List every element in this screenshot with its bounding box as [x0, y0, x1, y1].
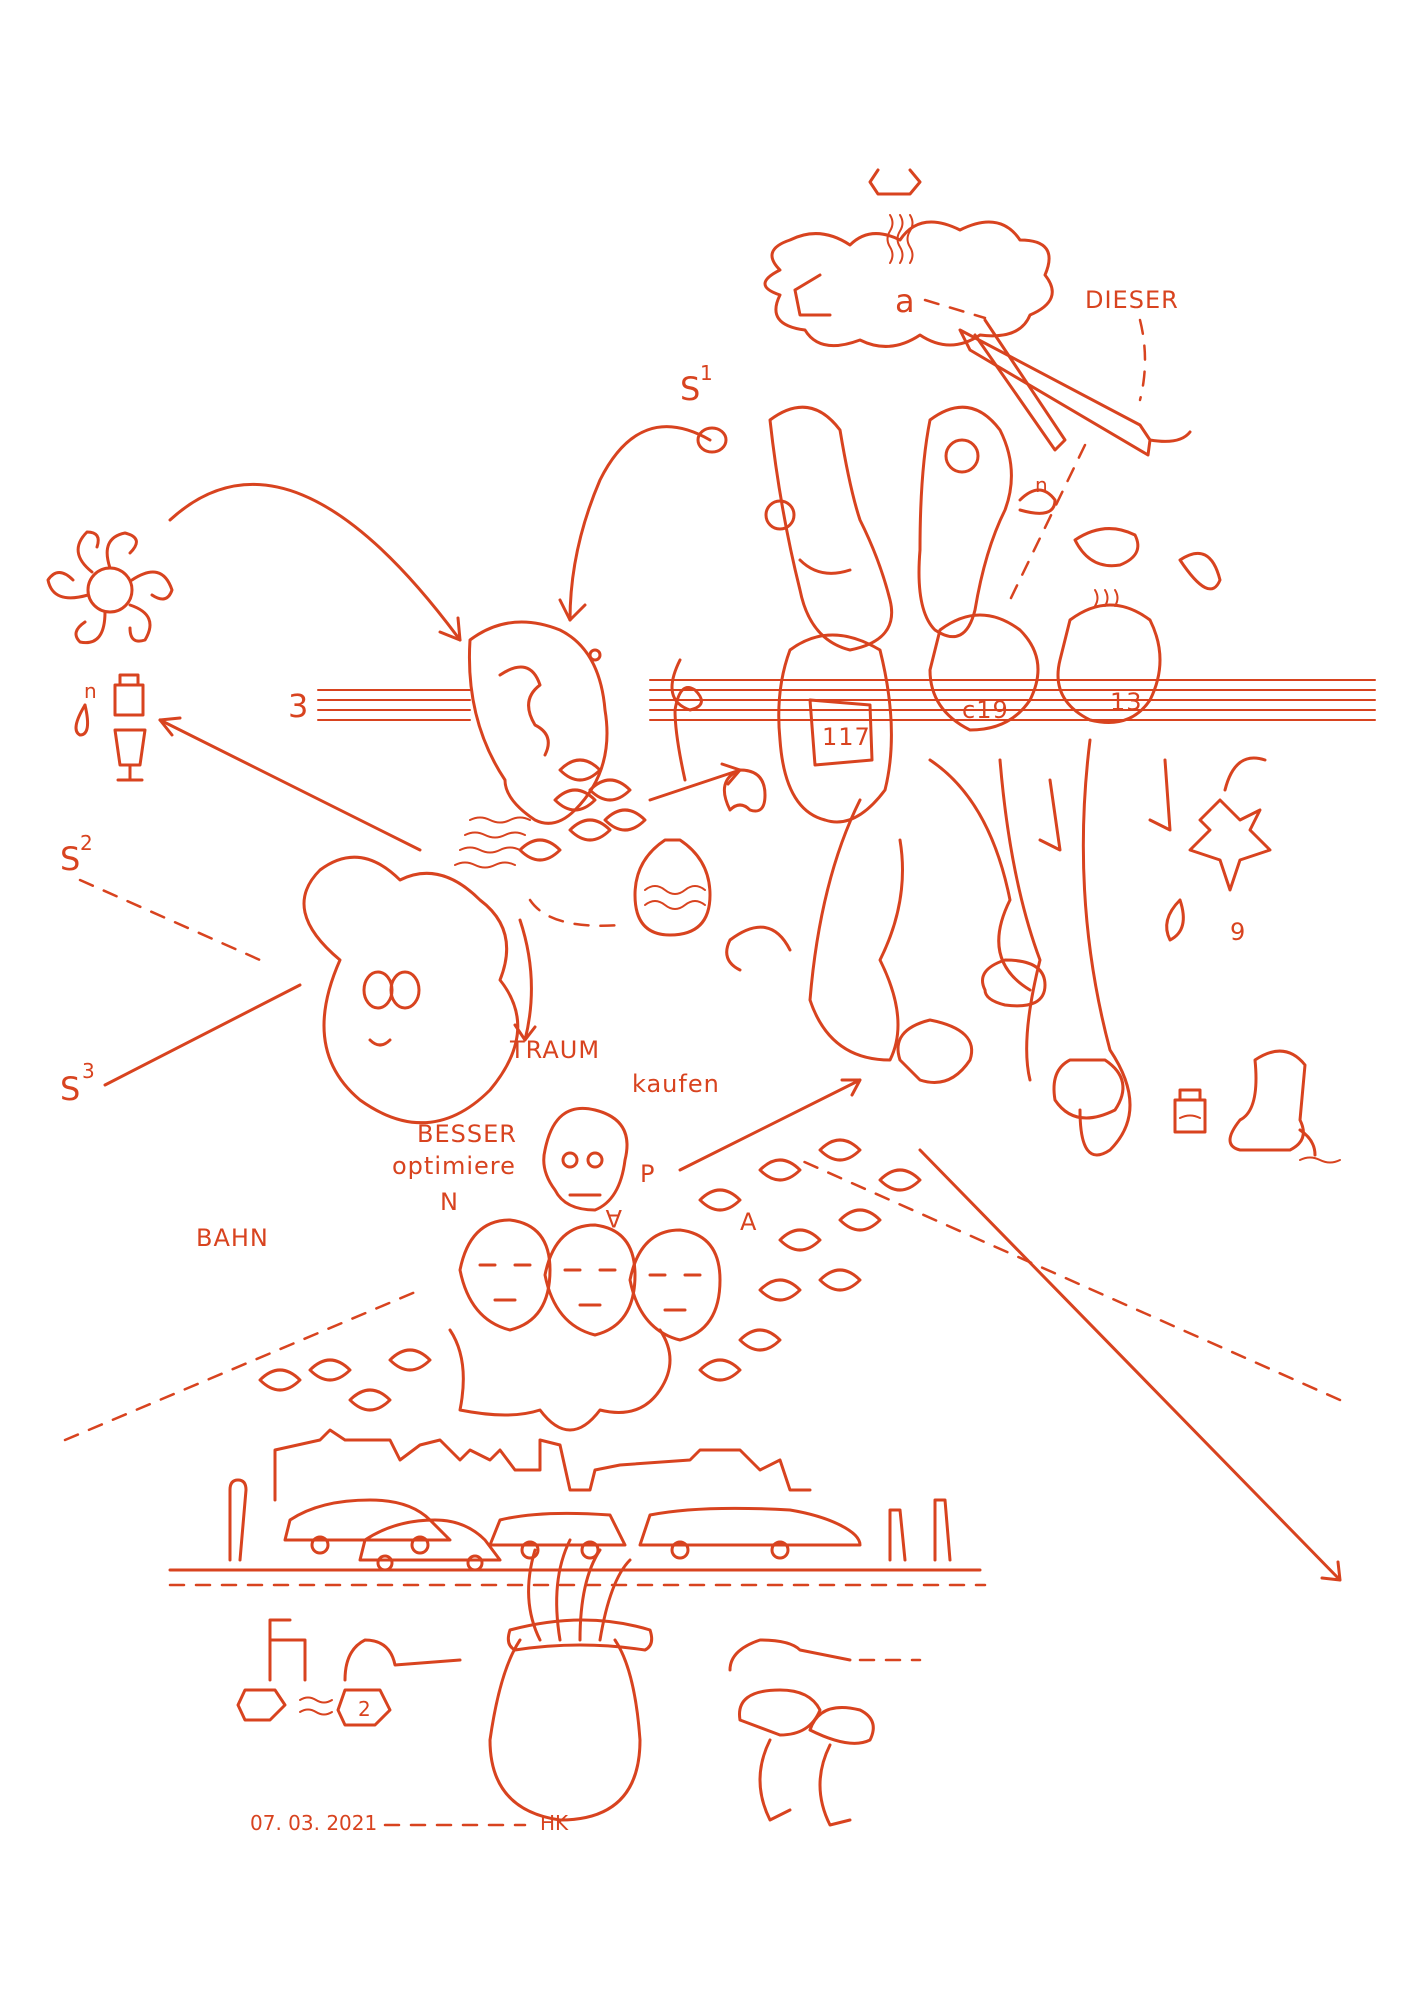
p-label: P	[640, 1160, 655, 1188]
s1-sup: 1	[700, 361, 713, 385]
n-sup-right: n	[1035, 473, 1048, 497]
bahn-label: BAHN	[196, 1224, 269, 1252]
pot-icon	[488, 1538, 654, 1822]
head-13: 13	[1056, 603, 1162, 724]
s3-sup: 3	[82, 1059, 95, 1083]
s2-sup: 2	[80, 831, 93, 855]
bottom-left-symbols: 2	[236, 1618, 462, 1727]
s3-label: S	[60, 1070, 80, 1108]
figure-upper-left	[764, 405, 894, 652]
kaufen-label: kaufen	[632, 1070, 720, 1098]
label-117: 117	[822, 723, 871, 751]
label-c19: c19	[962, 696, 1009, 724]
top-hook-icon	[868, 168, 922, 264]
mouse-head-icon	[302, 855, 520, 1125]
initials-label: HK	[540, 1811, 569, 1835]
house-silhouette-icon	[273, 1428, 812, 1502]
three-label: 3	[288, 687, 308, 725]
s2-label: S	[60, 840, 80, 878]
ear-icon	[467, 620, 609, 825]
treble-clef-icon	[670, 658, 703, 782]
face-icon-right	[628, 1228, 722, 1342]
s1-label: S	[680, 370, 700, 408]
traum-label: TRAUM	[509, 1036, 600, 1064]
weight-icon-right	[1173, 1088, 1207, 1134]
balloon-right	[1073, 527, 1222, 607]
besser-label: BESSER	[417, 1120, 517, 1148]
cloud-letter-a: a	[895, 282, 915, 320]
plant-right: 9	[1165, 756, 1272, 946]
car-icon	[283, 1498, 452, 1555]
flower-icon	[46, 530, 174, 645]
figure-upper-right	[917, 405, 1057, 639]
head-c19: c19	[928, 613, 1040, 732]
car-icon-4	[638, 1506, 862, 1560]
a-inverted-label: A	[605, 1204, 622, 1232]
boot-icon	[1228, 1049, 1341, 1164]
label-2: 2	[358, 1697, 371, 1721]
leaf-cluster-upper	[518, 758, 647, 862]
music-staff: 3	[288, 679, 1376, 725]
mushroom-icon	[728, 1638, 922, 1827]
car-icon-3	[488, 1511, 627, 1560]
drop-icon	[74, 703, 90, 737]
beam-icon	[958, 318, 1192, 457]
skull-icon	[542, 1106, 629, 1212]
a-upright-label: A	[740, 1208, 757, 1236]
n-sup-left: n	[84, 679, 97, 703]
weight-icon	[113, 673, 145, 717]
label-9: 9	[1230, 918, 1246, 946]
head-117: 117	[777, 633, 893, 824]
cloud-icon: a	[763, 220, 1054, 348]
face-icon	[458, 1218, 552, 1332]
optimiere-label: optimiere	[392, 1152, 516, 1180]
leaf-band	[258, 1138, 922, 1412]
car-icon-2	[358, 1518, 502, 1572]
vase-icon	[633, 838, 712, 937]
dieser-label: DIESER	[1085, 286, 1179, 314]
goblet-icon	[113, 728, 147, 782]
face-icon-middle	[543, 1223, 637, 1337]
date-label: 07. 03. 2021	[250, 1811, 377, 1835]
n-label: N	[440, 1188, 459, 1216]
label-13: 13	[1110, 688, 1143, 716]
